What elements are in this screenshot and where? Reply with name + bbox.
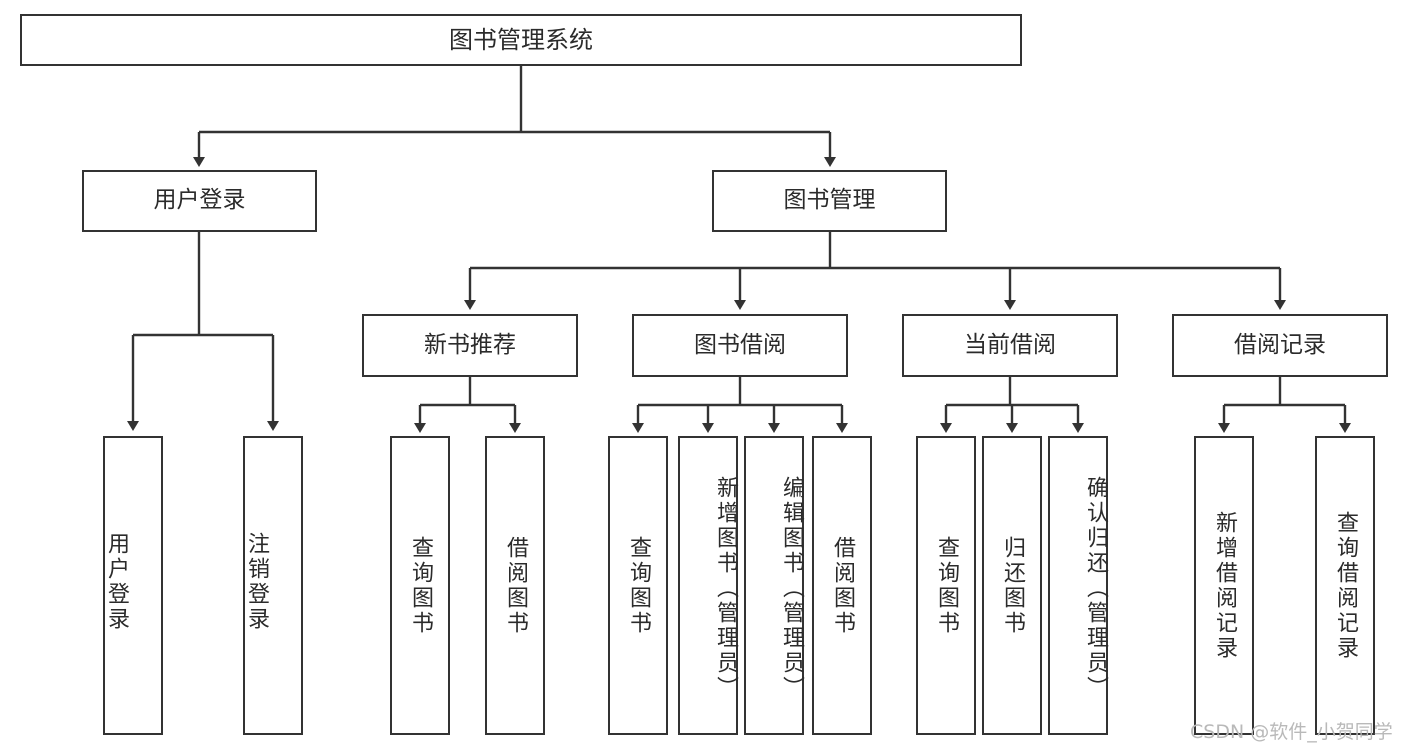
node-book-manage[interactable]: 图书管理: [712, 170, 947, 232]
node-leaf-edit-book[interactable]: 编辑图书（管理员）: [744, 436, 804, 735]
node-leaf-borrow-book-2-label: 借阅图书: [830, 535, 855, 636]
node-leaf-query-book-2[interactable]: 查询图书: [608, 436, 668, 735]
node-leaf-borrow-book-2[interactable]: 借阅图书: [812, 436, 872, 735]
node-leaf-logout-login[interactable]: 注销登录: [243, 436, 303, 735]
node-book-borrow[interactable]: 图书借阅: [632, 314, 848, 377]
node-borrow-record-label: 借阅记录: [1234, 331, 1326, 358]
node-leaf-query-book-1-label: 查询图书: [408, 535, 433, 636]
node-leaf-query-book-3[interactable]: 查询图书: [916, 436, 976, 735]
node-leaf-add-book-label: 新增图书（管理员）: [713, 476, 738, 701]
node-leaf-query-book-3-label: 查询图书: [934, 535, 959, 636]
node-leaf-add-record-label: 新增借阅记录: [1212, 510, 1237, 661]
node-leaf-query-book-2-label: 查询图书: [626, 535, 651, 636]
node-leaf-user-login-label: 用户登录: [104, 531, 129, 632]
node-root-label: 图书管理系统: [449, 25, 593, 54]
node-leaf-confirm-return[interactable]: 确认归还（管理员）: [1048, 436, 1108, 735]
node-book-manage-label: 图书管理: [783, 187, 876, 214]
node-user-login[interactable]: 用户登录: [82, 170, 317, 232]
node-user-login-label: 用户登录: [153, 187, 246, 214]
node-leaf-add-record[interactable]: 新增借阅记录: [1194, 436, 1254, 735]
node-new-book-recommend-label: 新书推荐: [424, 331, 516, 358]
node-leaf-user-login[interactable]: 用户登录: [103, 436, 163, 735]
node-leaf-confirm-return-label: 确认归还（管理员）: [1083, 476, 1108, 701]
node-leaf-edit-book-label: 编辑图书（管理员）: [779, 476, 804, 701]
node-leaf-query-book-1[interactable]: 查询图书: [390, 436, 450, 735]
node-leaf-return-book-label: 归还图书: [1000, 535, 1025, 636]
node-new-book-recommend[interactable]: 新书推荐: [362, 314, 578, 377]
node-current-borrow[interactable]: 当前借阅: [902, 314, 1118, 377]
node-borrow-record[interactable]: 借阅记录: [1172, 314, 1388, 377]
node-leaf-borrow-book-1[interactable]: 借阅图书: [485, 436, 545, 735]
node-leaf-borrow-book-1-label: 借阅图书: [503, 535, 528, 636]
node-leaf-query-record-label: 查询借阅记录: [1333, 510, 1358, 661]
node-leaf-query-record[interactable]: 查询借阅记录: [1315, 436, 1375, 735]
node-leaf-return-book[interactable]: 归还图书: [982, 436, 1042, 735]
node-current-borrow-label: 当前借阅: [964, 331, 1056, 358]
node-book-borrow-label: 图书借阅: [694, 331, 786, 358]
watermark: CSDN @软件_小贺同学: [1190, 721, 1393, 743]
node-leaf-add-book[interactable]: 新增图书（管理员）: [678, 436, 738, 735]
node-root[interactable]: 图书管理系统: [20, 14, 1022, 66]
node-leaf-logout-login-label: 注销登录: [244, 531, 269, 632]
